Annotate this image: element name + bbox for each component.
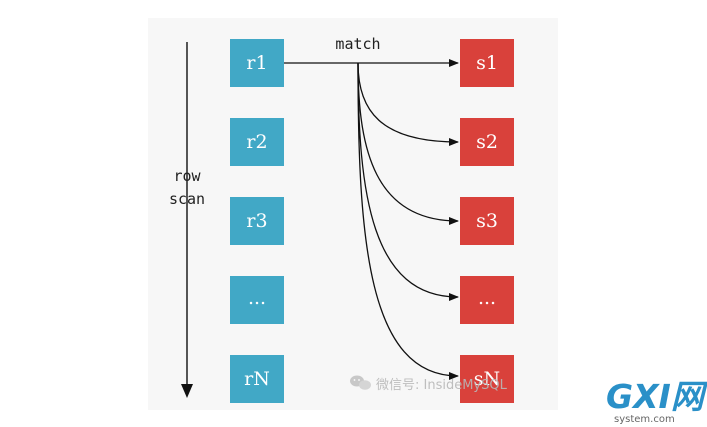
r-box-3-label: r3 xyxy=(246,210,267,232)
s-box-ellipsis: ... xyxy=(460,276,514,324)
r-box-n: rN xyxy=(230,355,284,403)
row-scan-label-line1: row xyxy=(173,167,201,185)
match-arrow-sn xyxy=(357,62,459,380)
s-box-3-label: s3 xyxy=(476,210,498,232)
r-box-ellipsis: ... xyxy=(230,276,284,324)
r-box-ellipsis-label: ... xyxy=(248,287,266,309)
s-box-2-label: s2 xyxy=(476,131,498,153)
r-box-1-label: r1 xyxy=(246,52,267,74)
row-scan-arrow-head xyxy=(181,384,193,398)
s-box-1-label: s1 xyxy=(476,52,498,74)
r-box-3: r3 xyxy=(230,197,284,245)
match-arrow-ellipsis xyxy=(357,62,459,301)
s-box-n: sN xyxy=(460,355,514,403)
site-logo: GXI网 system.com xyxy=(606,377,707,425)
r-box-n-label: rN xyxy=(244,368,270,390)
wechat-icon xyxy=(350,375,371,390)
row-scan-label-line2: scan xyxy=(169,190,205,208)
match-label: match xyxy=(335,35,380,53)
r-box-1: r1 xyxy=(230,39,284,87)
s-box-2: s2 xyxy=(460,118,514,166)
s-box-n-label: sN xyxy=(474,368,500,390)
r-box-2: r2 xyxy=(230,118,284,166)
s-box-ellipsis-label: ... xyxy=(478,287,496,309)
s-box-3: s3 xyxy=(460,197,514,245)
match-arrow-s2 xyxy=(357,62,459,146)
site-logo-main: GXI网 xyxy=(606,377,707,416)
s-box-1: s1 xyxy=(460,39,514,87)
site-logo-sub: system.com xyxy=(614,414,675,425)
watermark-text: 微信号: InsideMySQL xyxy=(376,378,508,393)
r-box-2-label: r2 xyxy=(246,131,267,153)
watermark: 微信号: InsideMySQL xyxy=(350,375,508,393)
